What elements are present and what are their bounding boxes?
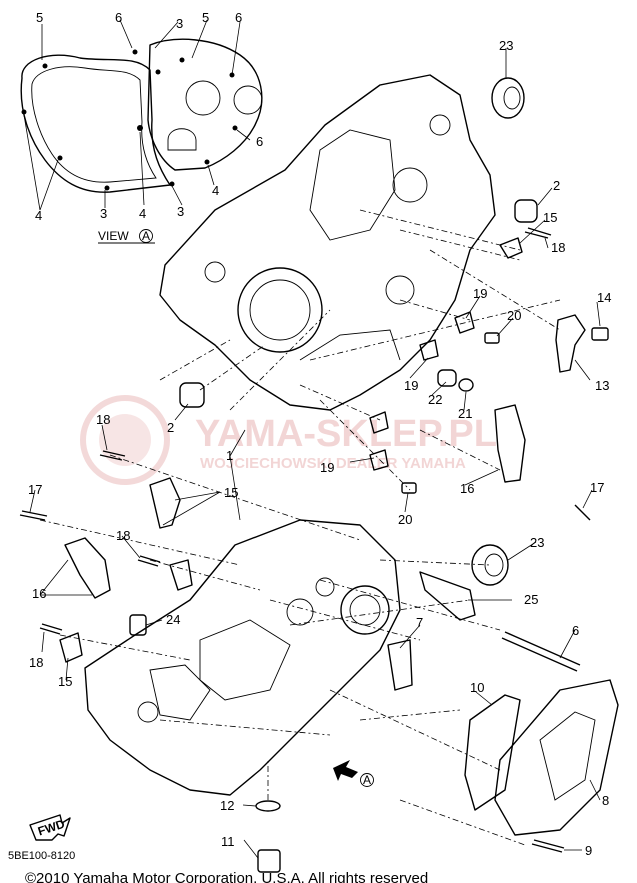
callout-20-b: 20 <box>398 512 412 527</box>
view-a-gaskets <box>20 38 263 193</box>
callout-11: 11 <box>221 834 235 849</box>
callout-10: 10 <box>470 680 484 695</box>
crankcase-right <box>159 74 496 411</box>
callout-18-upper: 18 <box>551 240 565 255</box>
callout-19-c: 19 <box>320 460 334 475</box>
callout-6-view-b: 6 <box>235 10 242 25</box>
callout-15-left-b: 15 <box>58 674 72 689</box>
callout-6-main: 6 <box>572 623 579 638</box>
callout-22: 22 <box>428 392 442 407</box>
alignment-lines <box>39 209 561 846</box>
view-a-label: VIEW <box>98 229 129 243</box>
callout-16-left: 16 <box>32 586 46 601</box>
callout-19-b: 19 <box>404 378 418 393</box>
callout-1: 1 <box>226 448 233 463</box>
view-a-marker: A <box>142 229 150 243</box>
callout-4-view-b: 4 <box>139 206 146 221</box>
callout-19-a: 19 <box>473 286 487 301</box>
callout-15-left: 15 <box>224 485 238 500</box>
callout-5-view: 5 <box>36 10 43 25</box>
callout-5-view-b: 5 <box>202 10 209 25</box>
callout-21: 21 <box>458 406 472 421</box>
callout-24: 24 <box>166 612 180 627</box>
callout-6-view: 6 <box>115 10 122 25</box>
callout-2-lower: 2 <box>167 420 174 435</box>
callout-4-view-c: 4 <box>212 183 219 198</box>
watermark-main: YAMA-SKLEP.PL <box>195 413 497 455</box>
callout-18-left-a: 18 <box>96 412 110 427</box>
callout-23-lower: 23 <box>530 535 544 550</box>
callout-7: 7 <box>416 615 423 630</box>
callout-16-right: 16 <box>460 481 474 496</box>
callout-15-upper: 15 <box>543 210 557 225</box>
callout-6-view-c: 6 <box>256 134 263 149</box>
copyright-notice: ©2010 Yamaha Motor Corporation, U.S.A. A… <box>25 870 429 883</box>
leader-lines <box>23 19 601 859</box>
callout-18-left-c: 18 <box>29 655 43 670</box>
callout-25: 25 <box>524 592 538 607</box>
callout-23-upper: 23 <box>499 38 513 53</box>
callout-17-left: 17 <box>28 482 42 497</box>
callout-18-left-b: 18 <box>116 528 130 543</box>
arrow-a-marker: A <box>363 773 371 787</box>
callout-12: 12 <box>220 798 234 813</box>
callout-8: 8 <box>602 793 609 808</box>
crankcase-left <box>84 519 401 796</box>
small-parts <box>19 77 619 873</box>
diagram-code: 5BE100-8120 <box>8 850 76 862</box>
callout-20-a: 20 <box>507 308 521 323</box>
callout-2-upper: 2 <box>553 178 560 193</box>
callout-3-view: 3 <box>176 16 183 31</box>
callout-4-view: 4 <box>35 208 42 223</box>
callout-labels: 5 6 3 5 6 6 4 4 3 4 3 23 2 15 18 14 13 1… <box>28 10 611 858</box>
callout-17-right: 17 <box>590 480 604 495</box>
callout-14: 14 <box>597 290 611 305</box>
watermark: YAMA-SKLEP.PL WOJCIECHOWSKI DEALER YAMAH… <box>80 395 497 485</box>
callout-3-view-b: 3 <box>100 206 107 221</box>
callout-9: 9 <box>585 843 592 858</box>
callout-3-view-c: 3 <box>177 204 184 219</box>
callout-13: 13 <box>595 378 609 393</box>
watermark-sub: WOJCIECHOWSKI DEALER YAMAHA <box>200 455 466 472</box>
